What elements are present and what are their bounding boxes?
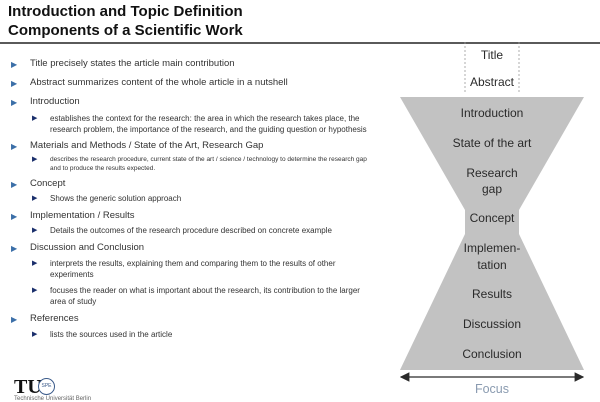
outline-item-introduction: ▶ Introduction <box>10 95 370 108</box>
article-structure-diagram: Title Abstract Introduction State of the… <box>398 40 598 401</box>
outline-item-references-text: References <box>30 313 79 324</box>
outline-subitem-implementation: ▶ Details the outcomes of the research p… <box>28 225 370 236</box>
diagram-label-concept: Concept <box>469 211 515 225</box>
slide-title-line-1: Introduction and Topic Definition <box>8 3 243 20</box>
diagram-label-abstract: Abstract <box>469 75 514 89</box>
outline-subitem-references: ▶ lists the sources used in the article <box>28 329 370 340</box>
outline-item-title-text: Title precisely states the article main … <box>30 58 235 69</box>
diagram-label-state-of-art: State of the art <box>452 136 532 150</box>
diagram-label-implementation-2: tation <box>477 258 507 272</box>
department-seal-icon: SPE <box>38 378 55 395</box>
triangle-bullet-icon: ▶ <box>11 98 18 107</box>
outline-item-discussion-text: Discussion and Conclusion <box>30 242 145 253</box>
diagram-label-implementation-1: Implemen- <box>463 241 521 255</box>
outline-item-implementation: ▶ Implementation / Results <box>10 209 370 222</box>
diagram-label-title: Title <box>480 48 504 62</box>
slide-title: Introduction and Topic Definition Compon… <box>8 2 243 40</box>
diagram-label-results: Results <box>471 287 512 301</box>
outline-subitem-discussion-1-text: interprets the results, explaining them … <box>50 259 336 279</box>
hourglass-fill <box>400 97 584 370</box>
hourglass-shape <box>399 42 585 382</box>
outline-item-implementation-text: Implementation / Results <box>30 210 135 221</box>
article-outline: ▶ Title precisely states the article mai… <box>10 57 370 340</box>
outline-item-abstract: ▶ Abstract summarizes content of the who… <box>10 76 370 89</box>
tu-berlin-logo: TU SPE Technische Universität Berlin <box>14 376 91 402</box>
diagram-label-research-gap-1: Research <box>466 166 518 180</box>
diagram-label-conclusion: Conclusion <box>462 347 522 361</box>
diagram-label-research-gap-2: gap <box>481 182 503 196</box>
outline-item-concept-text: Concept <box>30 178 66 189</box>
outline-subitem-concept-text: Shows the generic solution approach <box>50 194 182 203</box>
outline-item-abstract-text: Abstract summarizes content of the whole… <box>30 77 288 88</box>
triangle-bullet-icon: ▶ <box>11 212 18 221</box>
triangle-bullet-icon: ▶ <box>32 227 38 234</box>
triangle-bullet-icon: ▶ <box>11 180 18 189</box>
outline-subitem-references-text: lists the sources used in the article <box>50 330 173 339</box>
outline-item-discussion: ▶ Discussion and Conclusion <box>10 241 370 254</box>
tu-logo-mark: TU <box>14 376 42 398</box>
outline-item-references: ▶ References <box>10 312 370 325</box>
outline-subitem-introduction: ▶ establishes the context for the resear… <box>28 113 370 135</box>
triangle-bullet-icon: ▶ <box>11 79 18 88</box>
university-name: Technische Universität Berlin <box>14 396 92 402</box>
triangle-bullet-icon: ▶ <box>32 195 38 202</box>
triangle-bullet-icon: ▶ <box>32 115 38 122</box>
triangle-bullet-icon: ▶ <box>32 287 38 294</box>
outline-subitem-methods-text: describes the research procedure, curren… <box>50 156 367 172</box>
triangle-bullet-icon: ▶ <box>11 60 18 69</box>
diagram-label-introduction: Introduction <box>460 106 524 120</box>
outline-subitem-discussion-2-text: focuses the reader on what is important … <box>50 286 360 306</box>
outline-item-methods-text: Materials and Methods / State of the Art… <box>30 140 264 151</box>
outline-subitem-introduction-text: establishes the context for the research… <box>50 114 367 134</box>
triangle-bullet-icon: ▶ <box>32 156 38 163</box>
triangle-bullet-icon: ▶ <box>11 244 18 253</box>
outline-subitem-implementation-text: Details the outcomes of the research pro… <box>50 226 332 235</box>
triangle-bullet-icon: ▶ <box>11 142 18 151</box>
diagram-label-discussion: Discussion <box>462 317 522 331</box>
outline-item-introduction-text: Introduction <box>30 96 80 107</box>
triangle-bullet-icon: ▶ <box>32 260 38 267</box>
slide-title-line-2: Components of a Scientific Work <box>8 22 243 39</box>
outline-item-concept: ▶ Concept <box>10 177 370 190</box>
triangle-bullet-icon: ▶ <box>32 331 38 338</box>
outline-item-title: ▶ Title precisely states the article mai… <box>10 57 370 70</box>
diagram-label-focus: Focus <box>474 382 510 396</box>
outline-item-methods: ▶ Materials and Methods / State of the A… <box>10 139 370 152</box>
title-divider <box>0 42 600 44</box>
outline-subitem-discussion-2: ▶ focuses the reader on what is importan… <box>28 285 370 307</box>
outline-subitem-discussion-1: ▶ interprets the results, explaining the… <box>28 258 370 280</box>
outline-subitem-concept: ▶ Shows the generic solution approach <box>28 193 370 204</box>
triangle-bullet-icon: ▶ <box>11 315 18 324</box>
outline-subitem-methods: ▶ describes the research procedure, curr… <box>28 155 370 173</box>
